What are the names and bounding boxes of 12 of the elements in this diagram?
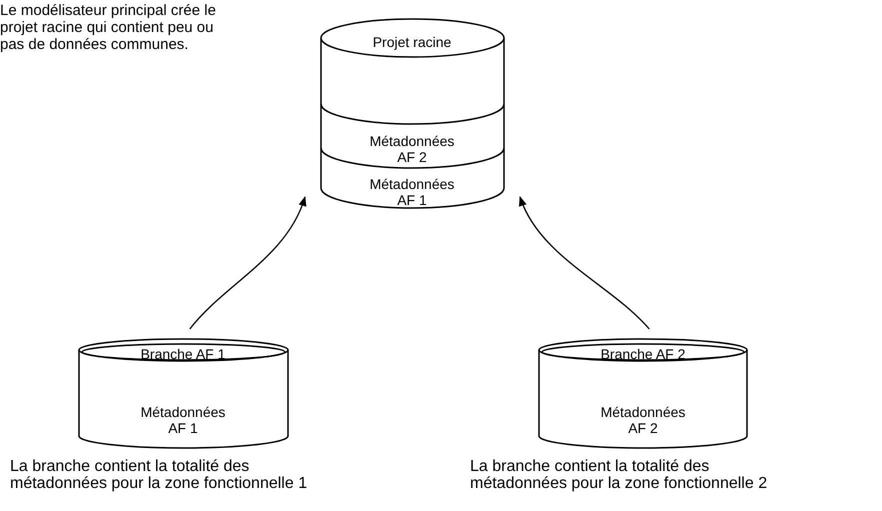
cylinder-text: Métadonnées AF 1: [368, 176, 456, 208]
note-text: Le modélisateur principal crée le projet racine qui contient peu ou pas de données communes.: [0, 2, 217, 53]
cylinder-text: Métadonnées AF 2: [368, 133, 456, 165]
caption-text: La branche contient la totalité des métadonnées pour la zone fonctionnelle 1: [10, 458, 308, 492]
cylinder-title: Branche AF 2: [600, 346, 686, 362]
arrow: [189, 196, 306, 330]
cylinder-text: Métadonnées AF 2: [600, 404, 686, 436]
cylinder-title: Projet racine: [372, 34, 452, 50]
cylinder-text: Métadonnées AF 1: [140, 404, 226, 436]
caption-text: La branche contient la totalité des métadonnées pour la zone fonctionnelle 2: [470, 458, 768, 492]
cylinder-title: Branche AF 1: [140, 346, 226, 362]
arrow: [519, 196, 650, 330]
